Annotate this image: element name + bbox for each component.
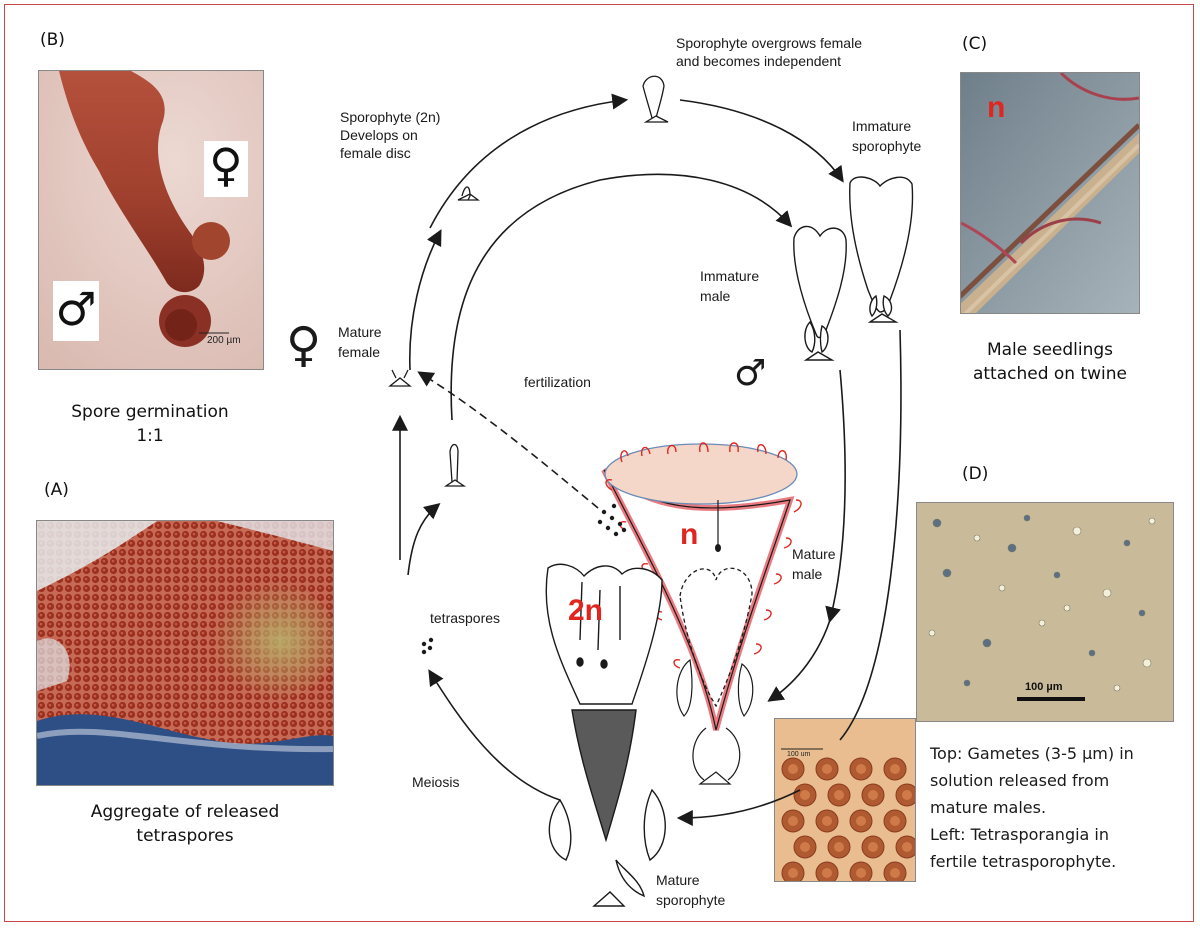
- label-mature-female-line1: Mature: [338, 322, 382, 342]
- label-immature-sporophyte-line1: Immature: [852, 116, 921, 136]
- label-immature-male-line1: Immature: [700, 266, 759, 286]
- mature-female-disc: [390, 370, 410, 386]
- arrow-immature-sporophyte-down: [840, 330, 901, 740]
- label-immature-male-line2: male: [700, 286, 759, 306]
- arrow-disc-to-overgrow: [430, 100, 625, 228]
- label-sporophyte-develops-line1: Sporophyte (2n): [340, 108, 440, 126]
- arrow-overgrow-to-immature-sporophyte: [680, 100, 842, 180]
- female-disc-sporophyte: [458, 187, 478, 200]
- label-mature-female: Mature female: [338, 322, 382, 362]
- ploidy-n-label: n: [680, 518, 698, 552]
- label-mature-male-line1: Mature: [792, 544, 836, 564]
- label-sporophyte-develops-line3: female disc: [340, 144, 440, 162]
- label-meiosis: Meiosis: [412, 774, 459, 791]
- label-mature-male: Mature male: [792, 544, 836, 584]
- arrow-fertilization: [420, 373, 598, 508]
- label-overgrows-line1: Sporophyte overgrows female: [676, 34, 862, 52]
- label-sporophyte-develops-line2: Develops on: [340, 126, 440, 144]
- label-mature-sporophyte-line2: sporophyte: [656, 890, 725, 910]
- label-mature-sporophyte: Mature sporophyte: [656, 870, 725, 910]
- label-immature-sporophyte-line2: sporophyte: [852, 136, 921, 156]
- mature-male-top-ellipse: [605, 444, 797, 504]
- arrow-inset-to-sporophyte: [680, 790, 800, 818]
- label-immature-sporophyte: Immature sporophyte: [852, 116, 921, 156]
- cycle-female-symbol: ♀: [286, 318, 321, 372]
- label-sporophyte-develops: Sporophyte (2n) Develops on female disc: [340, 108, 440, 162]
- label-mature-male-line2: male: [792, 564, 836, 584]
- label-mature-female-line2: female: [338, 342, 382, 362]
- independent-sporophyte: [643, 76, 664, 118]
- tetraspore-dots: [422, 638, 433, 654]
- label-mature-sporophyte-line1: Mature: [656, 870, 725, 890]
- label-tetraspores: tetraspores: [430, 610, 500, 627]
- mature-sporophyte-drawing: [546, 564, 662, 704]
- arrow-female-to-disc: [410, 232, 440, 370]
- arrow-mature-male-down: [770, 620, 830, 700]
- label-overgrows: Sporophyte overgrows female and becomes …: [676, 34, 862, 70]
- tetraspore-germling: [450, 445, 458, 483]
- cycle-male-symbol: ♂: [734, 354, 766, 394]
- arrow-tetraspores-up: [408, 505, 438, 575]
- label-overgrows-line2: and becomes independent: [676, 52, 862, 70]
- label-immature-male: Immature male: [700, 266, 759, 306]
- label-fertilization: fertilization: [524, 374, 591, 391]
- immature-sporophyte-drawing: [850, 177, 913, 312]
- ploidy-2n-label: 2n: [568, 594, 603, 628]
- immature-male-drawing: [794, 226, 846, 337]
